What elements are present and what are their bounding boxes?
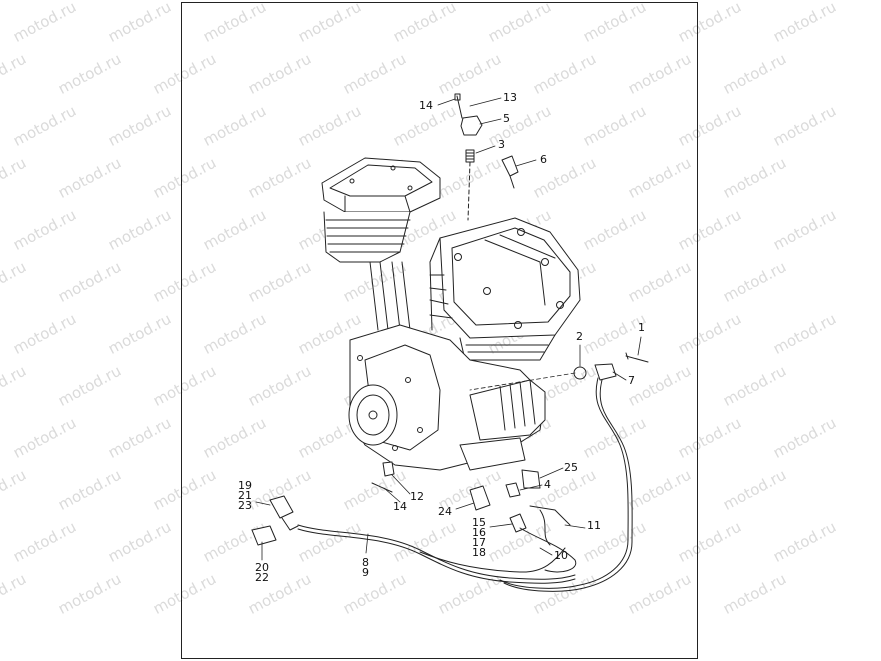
callout-number: 2 [576,330,583,343]
callout-number: 25 [564,461,578,474]
callout-number: 6 [540,153,547,166]
callout-number: 15 [472,516,486,529]
engine-assembly [321,157,581,471]
front-cylinder-fins [323,211,411,263]
callout-7: 7 [628,374,635,387]
callout-5: 5 [503,112,510,125]
callout-number: 5 [503,112,510,125]
callout-24: 24 [438,505,452,518]
lower-sensors [371,461,577,573]
callout-number: 19 [238,479,252,492]
callout-number: 14 [393,500,407,513]
callout-3: 3 [498,138,505,151]
callout-number: 18 [472,546,486,559]
callout-1: 1 [638,321,645,334]
sensor-25 [521,469,541,489]
callout-number: 17 [472,536,486,549]
pushrod-tubes [369,261,411,331]
callout-25: 25 [564,461,578,474]
callout-4: 4 [544,478,551,491]
cam-cover [348,384,398,446]
callout-11: 11 [587,519,601,532]
sensor-24 [469,485,491,511]
callout-number: 4 [544,478,551,491]
callout-number: 7 [628,374,635,387]
callout-number: 21 [238,489,252,502]
connector-19 [269,495,294,519]
wiring-harness [251,495,576,584]
callout-number: 20 [255,561,269,574]
rear-cylinder-head [439,217,581,339]
callout-number: 9 [362,566,369,579]
sensor-body [594,363,617,381]
sensor-harness-right [499,352,649,592]
callout-6: 6 [540,153,547,166]
callout-number: 22 [255,571,269,584]
callout-number: 14 [419,99,433,112]
callout-number: 8 [362,556,369,569]
plug-cap [460,115,483,136]
diagram-frame [181,2,698,659]
callout-10: 10 [554,549,568,562]
sensor-15 [509,513,527,533]
callout-2: 2 [576,330,583,343]
callout-number: 1 [638,321,645,334]
front-cylinder-head [321,157,441,213]
callout-number: 12 [410,490,424,503]
callout-12: 12 [410,490,424,503]
callout-number: 3 [498,138,505,151]
leader-lines [255,97,642,561]
connector-20 [251,525,277,546]
spark-plug-parts [454,93,519,221]
callout-number: 11 [587,519,601,532]
callout-number: 13 [503,91,517,104]
callout-number: 24 [438,505,452,518]
rear-cylinder-fins [429,237,453,331]
callout-number: 16 [472,526,486,539]
callout-number: 10 [554,549,568,562]
spark-plug [501,155,519,177]
callout-13: 13 [503,91,517,104]
callout-number: 23 [238,499,252,512]
sensor-4 [505,482,521,498]
callout-14-bottom: 14 [393,500,407,513]
callout-14-top: 14 [419,99,433,112]
